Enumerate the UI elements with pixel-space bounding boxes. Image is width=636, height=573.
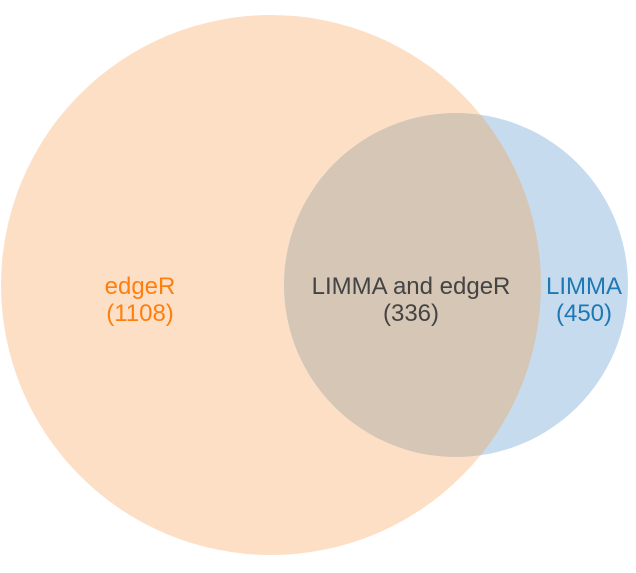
intersection-region [284,113,541,457]
limma-count: (450) [556,300,612,327]
intersection-count: (336) [383,300,439,327]
edger-label: edgeR [105,273,176,300]
edger-count: (1108) [106,300,174,327]
intersection-label: LIMMA and edgeR [312,273,511,300]
limma-label: LIMMA [546,273,622,300]
